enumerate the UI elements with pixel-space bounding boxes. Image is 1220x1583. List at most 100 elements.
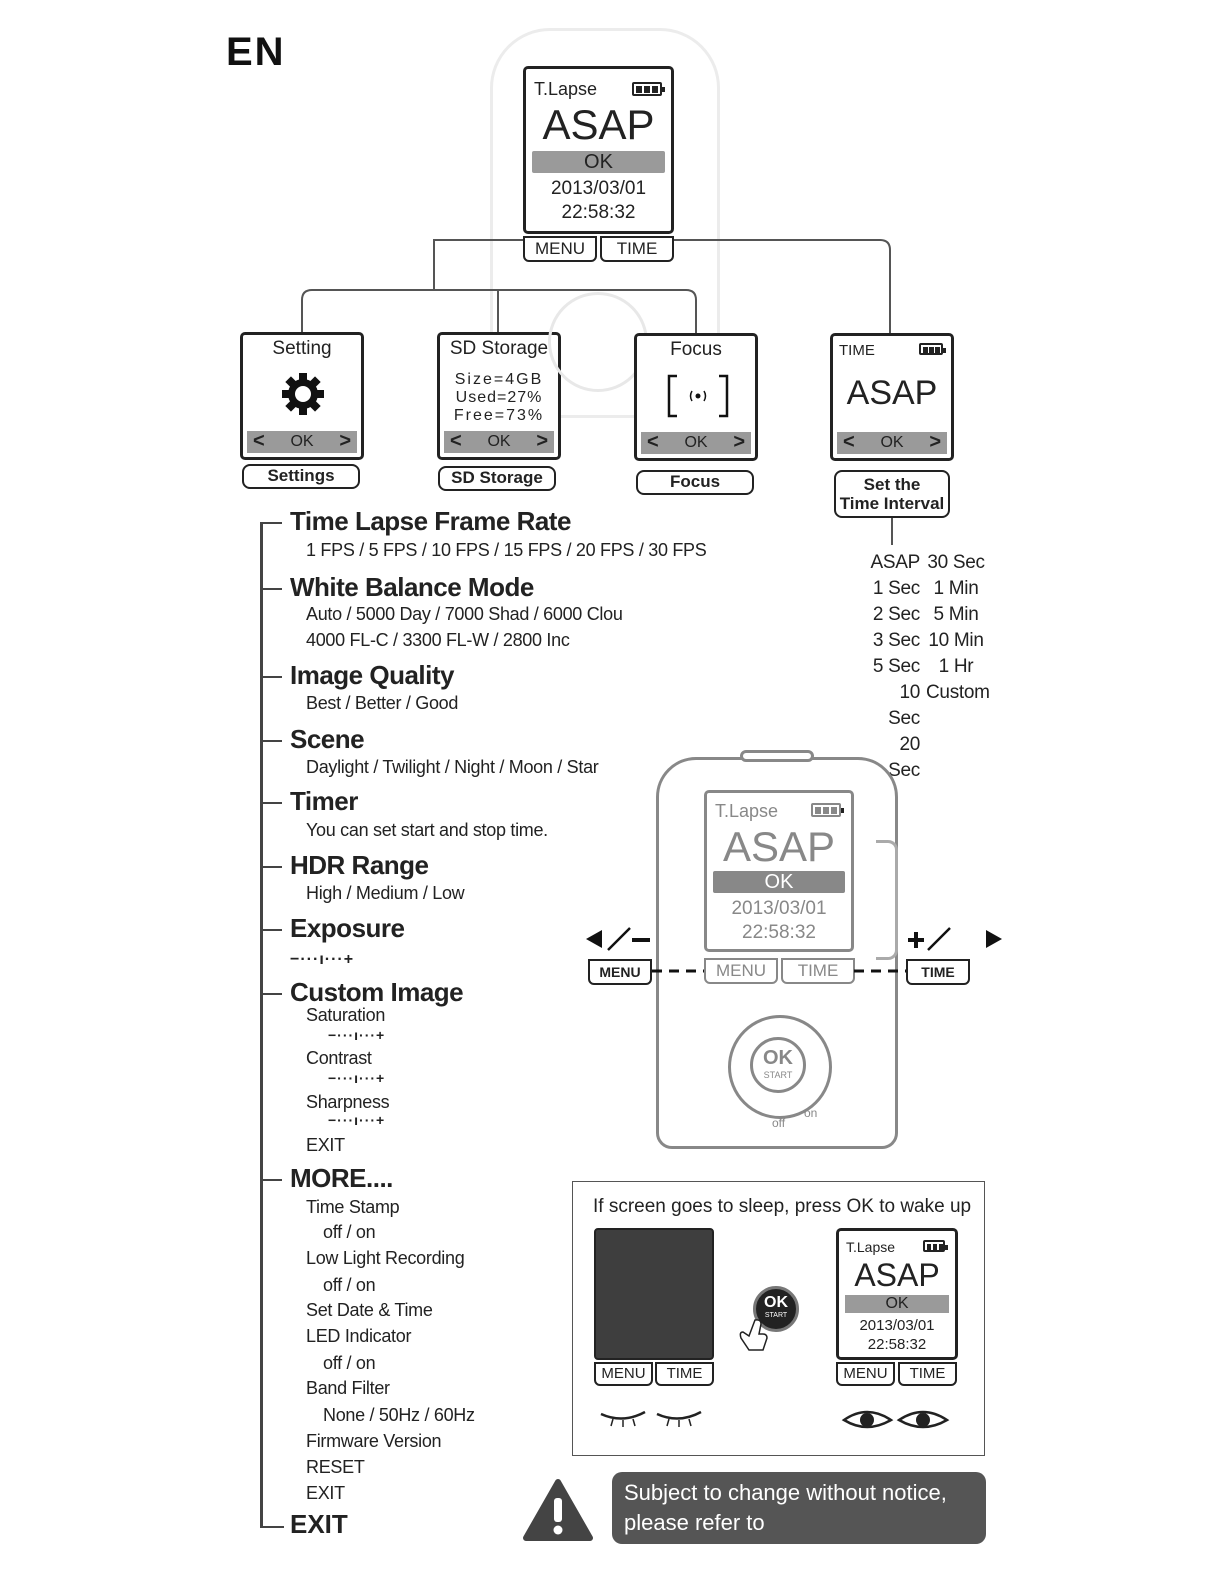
exposure-scale: −···ı···+ bbox=[290, 951, 355, 968]
device-top-notch bbox=[740, 750, 814, 762]
low-light-options: off / on bbox=[323, 1275, 376, 1295]
device-side-bulge bbox=[876, 840, 898, 960]
ok-label: OK bbox=[487, 433, 511, 450]
battery-icon bbox=[632, 82, 665, 96]
awake-menu-softkey[interactable]: MENU bbox=[836, 1362, 895, 1386]
led-label: LED Indicator bbox=[306, 1326, 412, 1346]
side-button-callouts bbox=[586, 927, 1002, 973]
image-quality-options: Best / Better / Good bbox=[306, 693, 459, 713]
saturation-scale: −···ı···+ bbox=[328, 1027, 386, 1043]
interval-list-left: ASAP 1 Sec 2 Sec 3 Sec 5 Sec 10 Sec 20 S… bbox=[868, 550, 921, 784]
setting-nav: <OK> bbox=[247, 430, 357, 453]
sleep-time-softkey[interactable]: TIME bbox=[655, 1362, 714, 1386]
interval-option: 10 Sec bbox=[888, 682, 920, 729]
notice-line1: Subject to change without notice, please… bbox=[624, 1480, 947, 1535]
set-date-label: Set Date & Time bbox=[306, 1300, 433, 1320]
setting-screen[interactable]: Setting <OK> bbox=[240, 332, 364, 460]
interval-option: 5 Min bbox=[933, 604, 979, 625]
battery-icon bbox=[923, 1240, 948, 1252]
device-screen: T.Lapse ASAP OK 2013/03/01 22:58:32 bbox=[704, 790, 854, 952]
menu-softkey[interactable]: MENU bbox=[523, 236, 597, 262]
menu-side-button[interactable]: MENU bbox=[588, 959, 652, 985]
camera-outline-top bbox=[490, 28, 720, 418]
off-label: off bbox=[772, 1116, 786, 1130]
battery-icon bbox=[811, 803, 844, 817]
device-ok-dial[interactable] bbox=[728, 1015, 832, 1119]
interval-option: 30 Sec bbox=[927, 552, 985, 573]
awake-interval: ASAP bbox=[854, 1257, 940, 1293]
awake-screen: T.Lapse ASAP OK 2013/03/01 22:58:32 bbox=[836, 1228, 958, 1360]
more-exit: EXIT bbox=[306, 1483, 345, 1503]
chevron-right-icon: > bbox=[929, 431, 941, 453]
closed-eyes-icon bbox=[600, 1410, 702, 1427]
interval-option: ASAP bbox=[870, 552, 921, 573]
main-screen: T.Lapse ASAP OK 2013/03/01 22:58:32 bbox=[523, 66, 674, 234]
chevron-right-icon: > bbox=[536, 430, 548, 452]
exit-title: EXIT bbox=[290, 1509, 348, 1539]
contrast-label: Contrast bbox=[306, 1048, 372, 1068]
device-ok-bar: OK bbox=[713, 871, 845, 893]
awake-ok-bar: OK bbox=[845, 1295, 949, 1313]
notice-line2-rest: for latest information. bbox=[624, 1540, 923, 1583]
firmware-label: Firmware Version bbox=[306, 1431, 442, 1451]
device-menu-softkey[interactable]: MENU bbox=[704, 958, 778, 984]
timer-title: Timer bbox=[290, 786, 358, 816]
image-quality-title: Image Quality bbox=[290, 660, 455, 690]
white-balance-line1: Auto / 5000 Day / 7000 Shad / 6000 Clou bbox=[306, 604, 623, 624]
support-link[interactable]: brinno.com/support bbox=[624, 1540, 832, 1565]
low-light-label: Low Light Recording bbox=[306, 1248, 465, 1268]
device-time: 22:58:32 bbox=[742, 922, 816, 943]
time-screen[interactable]: TIME ASAP <OK> bbox=[830, 333, 954, 461]
awake-time-softkey[interactable]: TIME bbox=[898, 1362, 957, 1386]
sd-storage-screen[interactable]: SD Storage Size=4GB Used=27% Free=73% < O… bbox=[437, 332, 561, 460]
sd-size: Size=4GB bbox=[454, 371, 544, 388]
exposure-title: Exposure bbox=[290, 913, 405, 943]
interval-option: 1 Min bbox=[933, 578, 979, 599]
sd-free: Free=73% bbox=[453, 407, 545, 424]
start-label: START bbox=[763, 1070, 793, 1080]
chevron-left-icon: < bbox=[843, 431, 855, 453]
interval-option: 1 Hr bbox=[938, 656, 974, 677]
menu-tree-line bbox=[260, 522, 263, 1528]
sd-used: Used=27% bbox=[455, 389, 543, 406]
custom-image-exit: EXIT bbox=[306, 1135, 345, 1155]
focus-bracket-icon bbox=[667, 374, 729, 418]
time-title: TIME bbox=[839, 342, 875, 359]
frame-rate-title: Time Lapse Frame Rate bbox=[290, 506, 571, 536]
time-value: ASAP bbox=[846, 374, 938, 412]
language-label: EN bbox=[226, 30, 286, 74]
ok-label: OK bbox=[764, 1294, 788, 1311]
time-softkey[interactable]: TIME bbox=[600, 236, 674, 262]
ok-bar: OK bbox=[532, 151, 665, 173]
awake-date: 2013/03/01 bbox=[859, 1317, 935, 1334]
device-mode: T.Lapse bbox=[715, 801, 779, 821]
reset-label: RESET bbox=[306, 1457, 365, 1477]
open-eyes-icon bbox=[841, 1410, 950, 1429]
device-time-softkey[interactable]: TIME bbox=[781, 958, 855, 984]
scene-options: Daylight / Twilight / Night / Moon / Sta… bbox=[306, 757, 599, 777]
on-label: on bbox=[804, 1106, 818, 1120]
sd-title: SD Storage bbox=[449, 338, 549, 359]
sd-storage-tag: SD Storage bbox=[438, 466, 556, 491]
chevron-left-icon: < bbox=[253, 430, 265, 452]
faint-ok-dial bbox=[548, 292, 648, 392]
warning-icon bbox=[523, 1479, 593, 1541]
focus-title: Focus bbox=[670, 339, 722, 360]
white-balance-title: White Balance Mode bbox=[290, 572, 534, 602]
device-interval: ASAP bbox=[722, 823, 836, 870]
ok-label: OK bbox=[763, 1047, 793, 1069]
time-text: 22:58:32 bbox=[561, 202, 636, 223]
interval-list-right: 30 Sec 1 Min 5 Min 10 Min 1 Hr Custom bbox=[926, 550, 990, 706]
sleep-menu-softkey[interactable]: MENU bbox=[594, 1362, 653, 1386]
mode-label: T.Lapse bbox=[534, 79, 598, 99]
ok-label: OK bbox=[290, 433, 314, 450]
gear-icon bbox=[282, 373, 324, 415]
device-ok-button[interactable]: OK START bbox=[750, 1037, 806, 1093]
white-balance-line2: 4000 FL-C / 3300 FL-W / 2800 Inc bbox=[306, 630, 570, 650]
focus-screen[interactable]: Focus <OK> bbox=[634, 333, 758, 461]
time-nav: <OK> bbox=[837, 431, 947, 454]
chevron-left-icon: < bbox=[450, 430, 462, 452]
focus-tag: Focus bbox=[636, 470, 754, 495]
time-stamp-label: Time Stamp bbox=[306, 1197, 400, 1217]
time-side-button[interactable]: TIME bbox=[906, 959, 970, 985]
